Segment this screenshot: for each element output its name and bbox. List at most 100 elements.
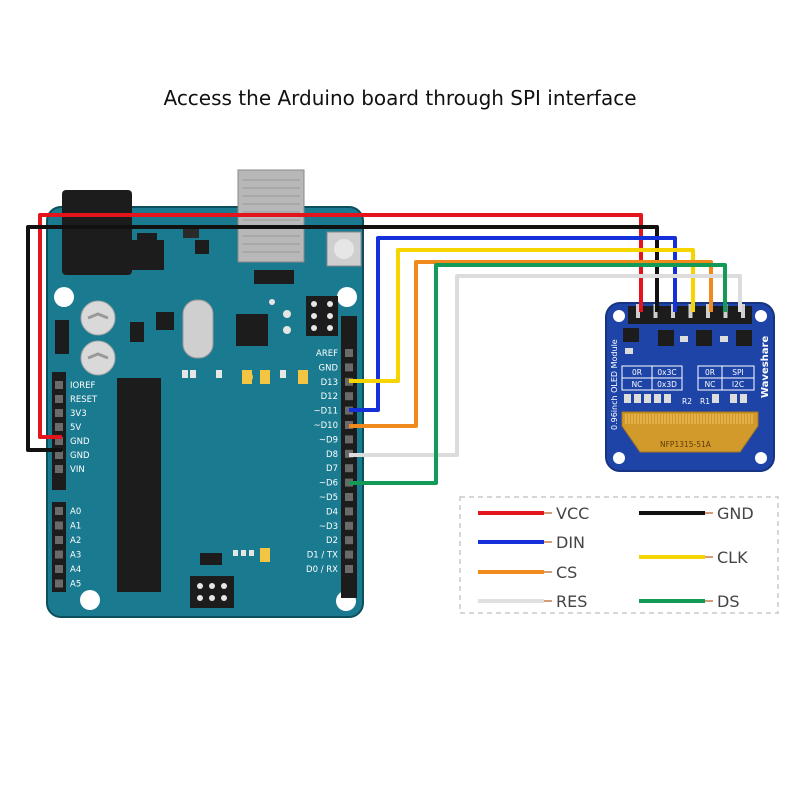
power-pin-label: RESET [70, 395, 98, 405]
analog-header [52, 502, 66, 592]
digital-pin-label: ~D11 [314, 407, 338, 417]
digital-pin-label: D1 / TX [307, 551, 338, 561]
mount-hole [80, 590, 100, 610]
pin [55, 409, 63, 417]
legend-item-ds: DS [639, 592, 739, 611]
digital-pin-label: ~D6 [319, 479, 338, 489]
pin [55, 536, 63, 544]
power-pin-label: 5V [70, 423, 81, 433]
analog-pin-label: A1 [70, 522, 81, 532]
power-pin-label: 3V3 [70, 409, 87, 419]
power-pin-label: VIN [70, 465, 85, 475]
usb-chip [236, 314, 268, 346]
pin [345, 536, 353, 545]
jumper-text: I2C [732, 380, 744, 389]
wire-clk [349, 248, 695, 383]
jumper-text: NC [632, 380, 643, 389]
pin [345, 464, 353, 473]
digital-pin-label: D0 / RX [306, 565, 338, 575]
legend-label: DIN [556, 533, 585, 552]
diagram-title: Access the Arduino board through SPI int… [163, 86, 637, 110]
digital-pin-label: D12 [321, 392, 338, 402]
resistor-label: R1 [700, 397, 710, 406]
pin [345, 493, 353, 501]
icsp-header [190, 576, 234, 608]
wire-ds [349, 263, 727, 485]
digital-pin-label: D8 [326, 450, 338, 460]
legend-label: GND [717, 504, 754, 523]
jumper-text: SPI [732, 368, 744, 377]
legend-item-vcc: VCC [478, 504, 589, 523]
legend-item-cs: CS [478, 563, 577, 582]
pin [55, 451, 63, 459]
jumper-text: NC [705, 380, 716, 389]
pin [55, 381, 63, 389]
legend-item-gnd: GND [639, 504, 754, 523]
wire-gnd [26, 225, 659, 452]
legend: VCC DIN CS RES GND CLK DS [459, 496, 779, 614]
digital-pin-label: D4 [326, 507, 338, 517]
legend-item-clk: CLK [639, 548, 748, 567]
power-pin-label: IOREF [70, 381, 95, 391]
pin [55, 465, 63, 473]
pin [345, 392, 353, 401]
pin [55, 521, 63, 530]
legend-label: VCC [556, 504, 589, 523]
power-pin-label: GND [70, 437, 90, 447]
module-pin [741, 304, 745, 318]
wire-cs [349, 260, 713, 428]
pin [55, 579, 63, 588]
pin [345, 521, 353, 530]
module-pin [706, 304, 710, 318]
mount-hole [337, 287, 357, 307]
module-pin [688, 304, 693, 318]
pin [345, 550, 353, 559]
wire-vcc [38, 213, 643, 439]
digital-pin-label: D2 [326, 536, 338, 546]
digital-pin-label: ~D3 [319, 522, 338, 532]
digital-pin-label: AREF [316, 349, 338, 359]
wire-res [349, 274, 742, 457]
analog-pin-label: A3 [70, 551, 81, 561]
atmega-chip [117, 378, 161, 592]
analog-pin-label: A4 [70, 565, 81, 575]
pin [55, 395, 63, 403]
pin [55, 550, 63, 559]
digital-pin-label: ~D5 [319, 493, 338, 503]
pin [345, 565, 353, 573]
pin [55, 423, 63, 431]
power-pin-label: GND [70, 451, 90, 461]
jumper-text: 0x3C [657, 368, 676, 377]
legend-item-res: RES [478, 592, 587, 611]
pin [345, 363, 353, 372]
power-jack [62, 190, 132, 275]
digital-pin-label: GND [319, 363, 339, 373]
resistor-label: R2 [682, 397, 692, 406]
module-brand: Waveshare [760, 336, 771, 398]
pin [55, 565, 63, 573]
analog-pin-label: A2 [70, 536, 81, 546]
crystal [182, 299, 214, 359]
oled-module: 0R 0x3C NC 0x3D 0R SPI NC I2C R2 R1 0.96… [605, 302, 775, 472]
jumper-text: 0R [705, 368, 715, 377]
wires [26, 213, 742, 485]
analog-pin-label: A0 [70, 507, 81, 517]
mount-hole [54, 287, 74, 307]
pin [345, 507, 353, 516]
legend-label: CLK [717, 548, 748, 567]
digital-pin-label: D7 [326, 464, 338, 474]
digital-pin-label: ~D9 [319, 435, 338, 445]
digital-pin-label: ~D10 [314, 421, 338, 431]
pin [345, 435, 353, 444]
pin [345, 349, 353, 357]
ribbon-text: NFP1315-51A [660, 440, 712, 449]
jumper-text: 0R [632, 368, 642, 377]
legend-label: DS [717, 592, 739, 611]
digital-pin-label: D13 [321, 378, 338, 388]
module-pin [636, 304, 640, 318]
analog-pin-label: A5 [70, 580, 81, 590]
jumper-text: 0x3D [657, 380, 677, 389]
pin [55, 437, 63, 445]
legend-label: CS [556, 563, 577, 582]
